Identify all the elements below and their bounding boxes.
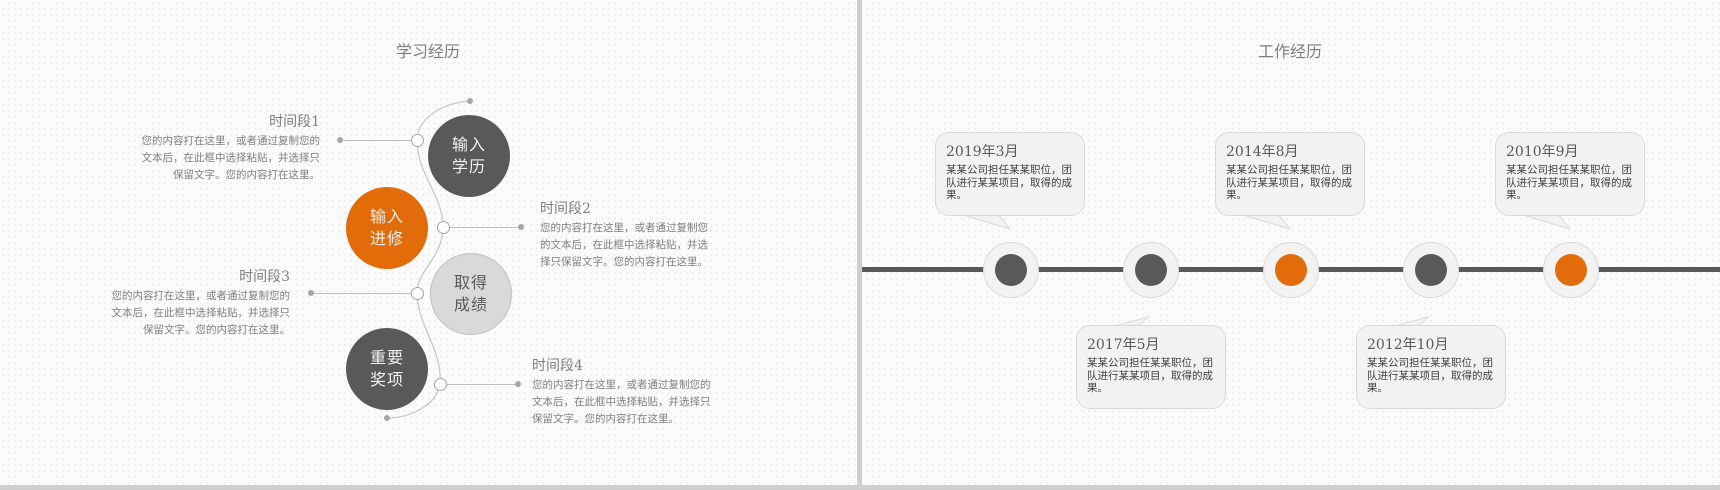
event-date: 2017年5月 (1087, 337, 1160, 353)
event-desc: 某某公司担任某某职位，团队进行某某项目，取得的成果。 (1506, 164, 1632, 201)
education-title: 学习经历 (395, 42, 460, 61)
event-date: 2010年9月 (1506, 144, 1579, 160)
period-4-title: 时间段4 (532, 358, 583, 374)
period-3-desc: 您的内容打在这里，或者通过复制您的文本后，在此框中选择粘贴，并选择只保留文字。您… (111, 290, 291, 336)
circle-label: 成绩 (453, 295, 488, 314)
path-start-dot (467, 98, 473, 104)
work-title: 工作经历 (1257, 42, 1322, 61)
connector-dot-2 (518, 224, 524, 230)
connector-line-1 (340, 140, 412, 141)
event-bubble-4: 2012年10月 某某公司担任某某职位，团队进行某某项目，取得的成果。 (1356, 325, 1506, 409)
connector-line-4 (446, 384, 518, 385)
timeline-node-4 (1403, 242, 1459, 298)
path-node-1 (411, 134, 424, 147)
timeline-dot (1415, 254, 1447, 286)
education-circle-awards: 重要奖项 (346, 328, 428, 410)
event-bubble-3: 2014年8月 某某公司担任某某职位，团队进行某某项目，取得的成果。 (1215, 132, 1365, 216)
education-circle-training: 输入进修 (346, 187, 428, 269)
timeline-node-5 (1543, 242, 1599, 298)
circle-label: 学历 (451, 157, 486, 176)
event-desc: 某某公司担任某某职位，团队进行某某项目，取得的成果。 (1367, 357, 1493, 394)
timeline-dot (995, 254, 1027, 286)
circle-label: 进修 (369, 229, 404, 248)
period-1-title: 时间段1 (269, 114, 320, 130)
event-bubble-5: 2010年9月 某某公司担任某某职位，团队进行某某项目，取得的成果。 (1495, 132, 1645, 216)
timeline-node-2 (1123, 242, 1179, 298)
education-circle-achievement: 取得成绩 (430, 253, 512, 335)
path-node-3 (411, 287, 424, 300)
circle-label: 输入 (369, 207, 404, 226)
circle-label: 输入 (451, 135, 486, 154)
slide-divider (857, 0, 862, 490)
event-bubble-2: 2017年5月 某某公司担任某某职位，团队进行某某项目，取得的成果。 (1076, 325, 1226, 409)
event-date: 2012年10月 (1367, 337, 1449, 353)
circle-label: 重要 (369, 348, 404, 367)
education-circle-degree: 输入学历 (428, 115, 510, 197)
path-node-2 (437, 221, 450, 234)
timeline-node-3 (1263, 242, 1319, 298)
event-desc: 某某公司担任某某职位，团队进行某某项目，取得的成果。 (1087, 357, 1213, 394)
event-bubble-1: 2019年3月 某某公司担任某某职位，团队进行某某项目，取得的成果。 (935, 132, 1085, 216)
period-3-title: 时间段3 (239, 269, 290, 285)
connector-dot-1 (337, 137, 343, 143)
connector-dot-4 (515, 381, 521, 387)
period-4-desc: 您的内容打在这里，或者通过复制您的文本后，在此框中选择粘贴，并选择只保留文字。您… (532, 379, 711, 425)
circle-label: 取得 (453, 273, 488, 292)
event-date: 2019年3月 (946, 144, 1019, 160)
path-node-4 (434, 378, 447, 391)
circle-label: 奖项 (369, 370, 404, 389)
connector-dot-3 (308, 290, 314, 296)
event-date: 2014年8月 (1226, 144, 1299, 160)
timeline-dot (1135, 254, 1167, 286)
event-desc: 某某公司担任某某职位，团队进行某某项目，取得的成果。 (946, 164, 1072, 201)
connector-line-2 (449, 227, 521, 228)
timeline-node-1 (983, 242, 1039, 298)
timeline-dot (1275, 254, 1307, 286)
period-1-desc: 您的内容打在这里，或者通过复制您的文本后，在此框中选择粘贴，并选择只保留文字。您… (141, 135, 321, 181)
period-2-desc: 您的内容打在这里，或者通过复制您的文本后，在此框中选择粘贴，并选择只保留文字。您… (540, 222, 708, 268)
bottom-bar (0, 485, 1720, 490)
path-end-dot (384, 415, 390, 421)
timeline-dot (1555, 254, 1587, 286)
connector-line-3 (311, 293, 411, 294)
period-2-title: 时间段2 (540, 201, 591, 217)
event-desc: 某某公司担任某某职位，团队进行某某项目，取得的成果。 (1226, 164, 1352, 201)
